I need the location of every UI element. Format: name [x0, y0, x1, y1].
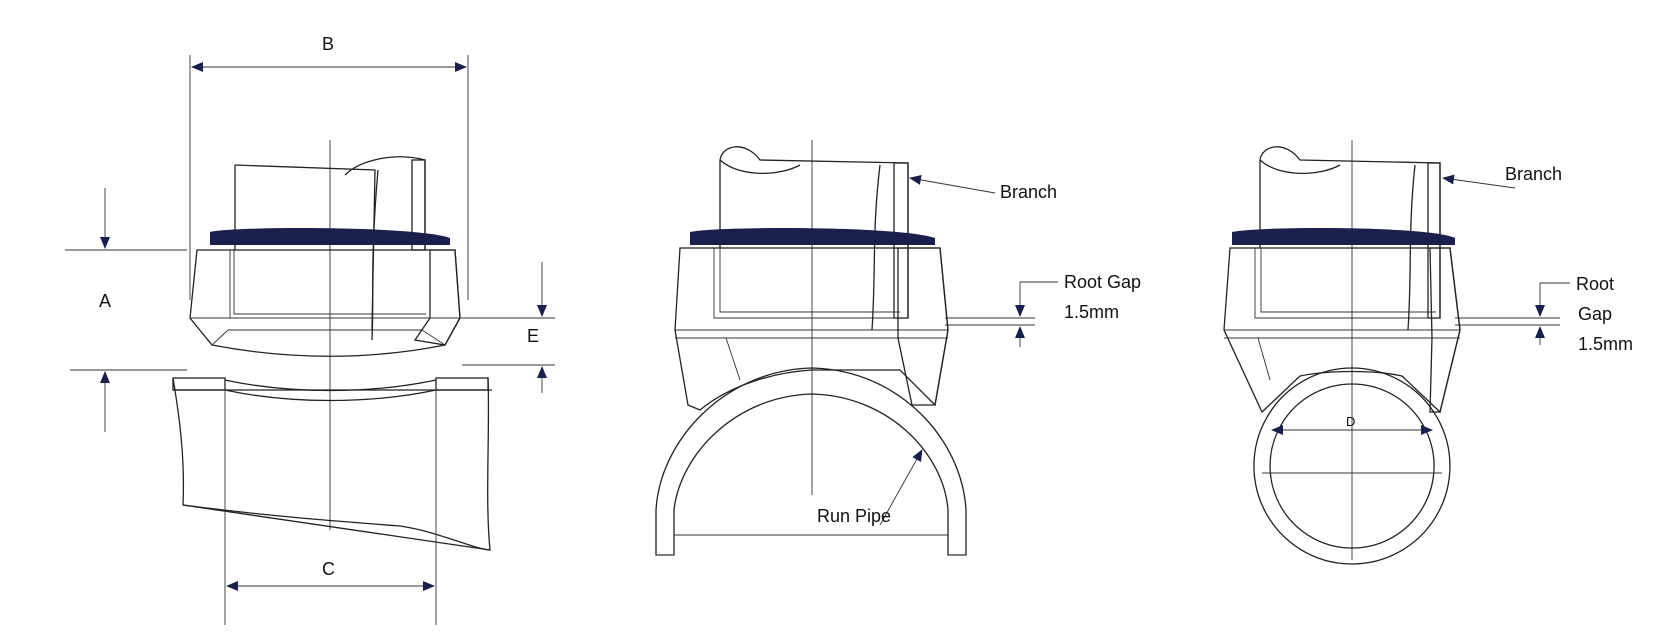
run-pipe-label: Run Pipe: [817, 506, 891, 526]
root-gap-label: Root Gap: [1064, 272, 1141, 292]
gap-label-view3: Gap: [1578, 304, 1612, 324]
dimension-a-label: A: [99, 291, 111, 311]
dimension-c-label: C: [322, 559, 335, 579]
view-1-outlet-dimensions: [65, 55, 555, 625]
view-3-pipe-section: [1223, 140, 1570, 565]
root-gap-value-view3: 1.5mm: [1578, 334, 1633, 354]
dimension-d-label: D: [1346, 414, 1355, 429]
root-gap-value: 1.5mm: [1064, 302, 1119, 322]
dimension-e-label: E: [527, 326, 539, 346]
root-label-view3: Root: [1576, 274, 1614, 294]
dimension-b-label: B: [322, 34, 334, 54]
branch-label-view3: Branch: [1505, 164, 1562, 184]
branch-label: Branch: [1000, 182, 1057, 202]
view-2-run-pipe-section: [655, 140, 1058, 556]
